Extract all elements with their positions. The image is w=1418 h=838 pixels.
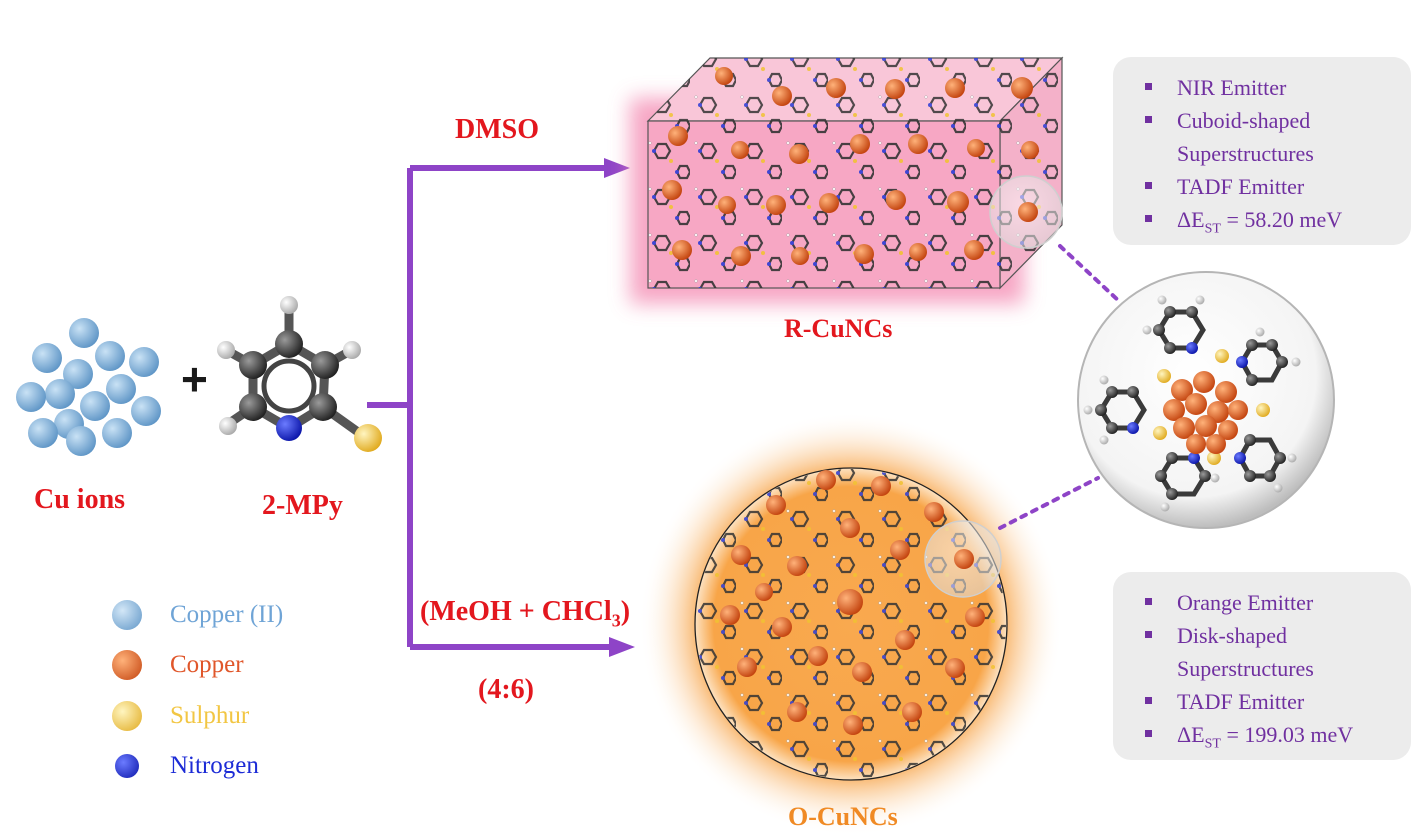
zoom-connectors xyxy=(998,244,1122,530)
property-item: Cuboid-shaped xyxy=(1113,104,1411,137)
o-cuncs-properties-box: Orange Emitter Disk-shaped Superstructur… xyxy=(1113,572,1411,760)
property-item-delta-est: ΔEST = 58.20 meV xyxy=(1113,203,1411,245)
reaction-arrows xyxy=(367,165,611,650)
meoh-chcl3-label: (MeOH + CHCl3) xyxy=(420,596,631,631)
property-item: NIR Emitter xyxy=(1113,71,1411,104)
property-item: TADF Emitter xyxy=(1113,685,1411,718)
r-cuncs-label: R-CuNCs xyxy=(784,314,893,343)
legend-item-copper: Copper xyxy=(112,648,244,682)
top-arrowhead xyxy=(604,158,630,178)
nitrogen-sphere-icon xyxy=(115,754,139,778)
plus-sign: + xyxy=(181,353,208,405)
property-item: TADF Emitter xyxy=(1113,170,1411,203)
cu-ions-cluster xyxy=(16,318,161,456)
property-item-continuation: Superstructures xyxy=(1177,656,1314,681)
copper-ii-sphere-icon xyxy=(112,600,142,630)
copper-sphere-icon xyxy=(112,650,142,680)
bottom-arrowhead xyxy=(609,637,635,657)
property-item-continuation: Superstructures xyxy=(1177,141,1314,166)
property-item: Orange Emitter xyxy=(1113,586,1411,619)
property-item: Disk-shaped xyxy=(1113,619,1411,652)
sulphur-sphere-icon xyxy=(112,701,142,731)
2-mpy-label: 2-MPy xyxy=(262,490,343,521)
r-cuncs-properties-box: NIR Emitter Cuboid-shaped Superstructure… xyxy=(1113,57,1411,245)
dmso-label: DMSO xyxy=(455,114,539,145)
legend-label: Sulphur xyxy=(170,702,250,729)
property-item-delta-est: ΔEST = 199.03 meV xyxy=(1113,718,1411,760)
ratio-label: (4:6) xyxy=(478,674,534,705)
legend-label: Copper (II) xyxy=(170,601,284,628)
cu-ions-label: Cu ions xyxy=(34,484,126,515)
legend-item-nitrogen: Nitrogen xyxy=(112,749,259,783)
o-cunc-disk xyxy=(639,412,1063,836)
o-cuncs-label: O-CuNCs xyxy=(788,802,898,831)
zoomed-nanocluster-bubble xyxy=(1077,271,1335,529)
legend-item-copper-ii: Copper (II) xyxy=(112,598,283,632)
2-mpy-molecule xyxy=(217,296,382,452)
r-cunc-cuboid xyxy=(630,56,1064,304)
legend-item-sulphur: Sulphur xyxy=(112,699,249,733)
legend-label: Copper xyxy=(170,651,244,678)
legend-label: Nitrogen xyxy=(170,752,259,779)
